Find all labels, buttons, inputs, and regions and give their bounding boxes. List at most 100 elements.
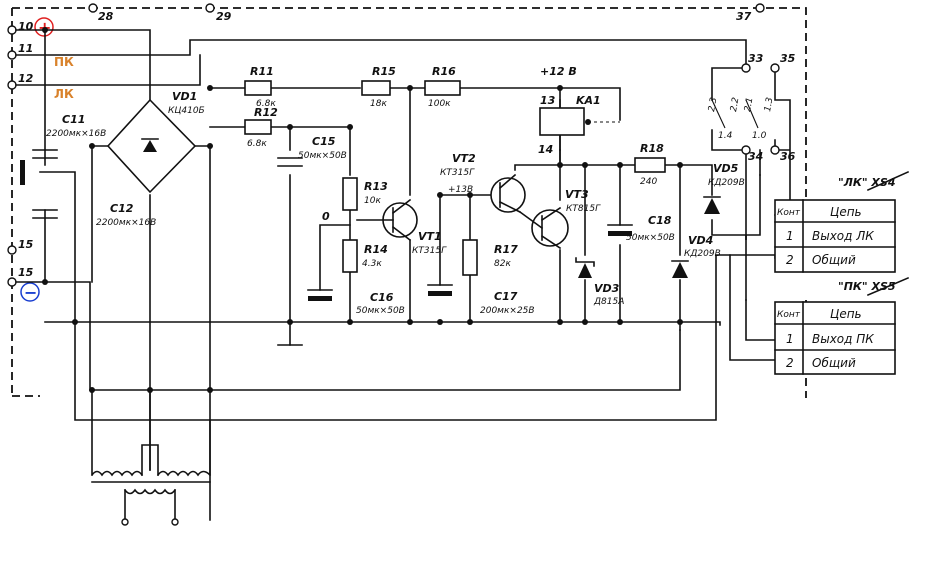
capacitor-c17 [427, 284, 453, 296]
xs4-row2-circuit: Общий [812, 253, 856, 267]
xs4-title: "ЛК" XS4 [838, 176, 895, 189]
transistor-vt1 [356, 198, 418, 242]
terminal-11 [7, 50, 17, 60]
label-37: 37 [736, 10, 752, 23]
v13-label: +13В [448, 185, 473, 195]
supply-12v: +12 В [540, 65, 577, 78]
wire-xs5-common [729, 254, 776, 361]
vd5-ref: VD5 [713, 162, 739, 175]
xs5-row1-circuit: Выход ПК [812, 332, 874, 346]
r17-value: 82к [494, 259, 511, 269]
contact-2-1: 2.1 [743, 97, 755, 113]
c11-ref: C11 [62, 113, 85, 126]
r13-ref: R13 [364, 180, 388, 193]
minus-marker: − [24, 283, 37, 302]
terminal-10 [7, 25, 17, 35]
label-28: 28 [98, 10, 114, 23]
contact-2-2: 2.2 [729, 96, 741, 112]
transistor-vt3 [518, 206, 569, 250]
r12-value: 6.8к [247, 139, 267, 149]
wire-vd5 [711, 174, 761, 236]
plus-marker-ring [34, 17, 54, 37]
label-11: 11 [18, 42, 33, 55]
c15-ref: C15 [312, 135, 336, 148]
vt1-ref: VT1 [418, 230, 442, 243]
contact-1-0: 1.0 [752, 131, 767, 141]
node-0-label: 0 [322, 210, 330, 223]
diode-vd4 [671, 260, 689, 278]
xs5-header-circuit: Цепь [830, 307, 862, 321]
contact-1-4: 1.4 [718, 131, 733, 141]
wire-c18-vd3 [584, 164, 621, 323]
relay-coil-ka1 [539, 107, 585, 136]
wire-rail-10 [15, 29, 151, 151]
vt3-value: КТ815Г [566, 204, 601, 214]
label-34: 34 [748, 150, 763, 163]
contact-1-3: 1.3 [763, 96, 775, 112]
xs4-header-circuit: Цепь [830, 205, 862, 219]
c18-ref: C18 [648, 214, 672, 227]
r13-value: 10к [364, 196, 381, 206]
enclosure-dashed-border [11, 7, 807, 398]
xs4-row1-contact: 1 [786, 229, 794, 243]
wire-bridge-left [91, 145, 109, 283]
xs4-row1-circuit: Выход ЛК [812, 229, 874, 243]
resistor-r12 [244, 119, 272, 135]
vt2-value: КТ315Г [440, 168, 475, 178]
vt2-ref: VT2 [452, 152, 476, 165]
r15-ref: R15 [372, 65, 396, 78]
c17-value: 200мк×25В [480, 306, 535, 316]
r14-ref: R14 [364, 243, 388, 256]
terminal-29 [205, 3, 215, 13]
terminal-15a [7, 245, 17, 255]
capacitor-c15 [277, 157, 303, 167]
relay-contact-switch [711, 99, 759, 129]
terminal-33 [741, 63, 751, 73]
label-33: 33 [748, 52, 764, 65]
r16-value: 100к [428, 99, 451, 109]
ground-bar [20, 160, 25, 185]
wire-node0 [319, 224, 351, 291]
resistor-r17 [462, 239, 478, 276]
r15-value: 18к [370, 99, 387, 109]
relay-link-dot [585, 119, 591, 125]
wire-bridge-right [194, 145, 211, 521]
xs5-row2-contact: 2 [786, 356, 794, 370]
xs5-title: "ПК" XS5 [838, 280, 896, 293]
terminal-34 [741, 145, 751, 155]
wire-rail-12 [15, 54, 201, 86]
overlay-pk: ПК [54, 55, 74, 69]
r12-ref: R12 [254, 106, 278, 119]
resistor-r11 [244, 80, 272, 96]
junction-dots [42, 27, 683, 393]
label-14: 14 [538, 143, 553, 156]
vd4-value: КД209В [684, 249, 721, 259]
resistor-r16 [424, 80, 461, 96]
xs5-row2-circuit: Общий [812, 356, 856, 370]
minus-marker-ring [20, 282, 40, 302]
r17-ref: R17 [494, 243, 518, 256]
label-12: 12 [18, 72, 34, 85]
r16-ref: R16 [432, 65, 456, 78]
c17-ref: C17 [494, 290, 518, 303]
wire-rail-11 [15, 39, 747, 69]
overlay-lk: ЛК [54, 87, 74, 101]
c12-ref: C12 [110, 202, 134, 215]
terminal-36 [770, 145, 780, 155]
vd1-ref: VD1 [172, 90, 197, 103]
diode-bridge-vd1 [106, 98, 197, 194]
vd1-value: КЦ410Б [168, 106, 205, 116]
xs4-header-contact: Конт [777, 208, 801, 218]
label-35: 35 [780, 52, 796, 65]
terminal-12 [7, 80, 17, 90]
resistor-r15 [361, 80, 391, 96]
diode-vd5 [703, 196, 721, 214]
capacitor-c12 [32, 209, 58, 219]
c16-value: 50мк×50В [356, 306, 405, 316]
connector-xs4 [774, 170, 910, 273]
label-10: 10 [18, 20, 34, 33]
xs5-header-contact: Конт [777, 310, 801, 320]
capacitor-c18 [607, 224, 633, 236]
